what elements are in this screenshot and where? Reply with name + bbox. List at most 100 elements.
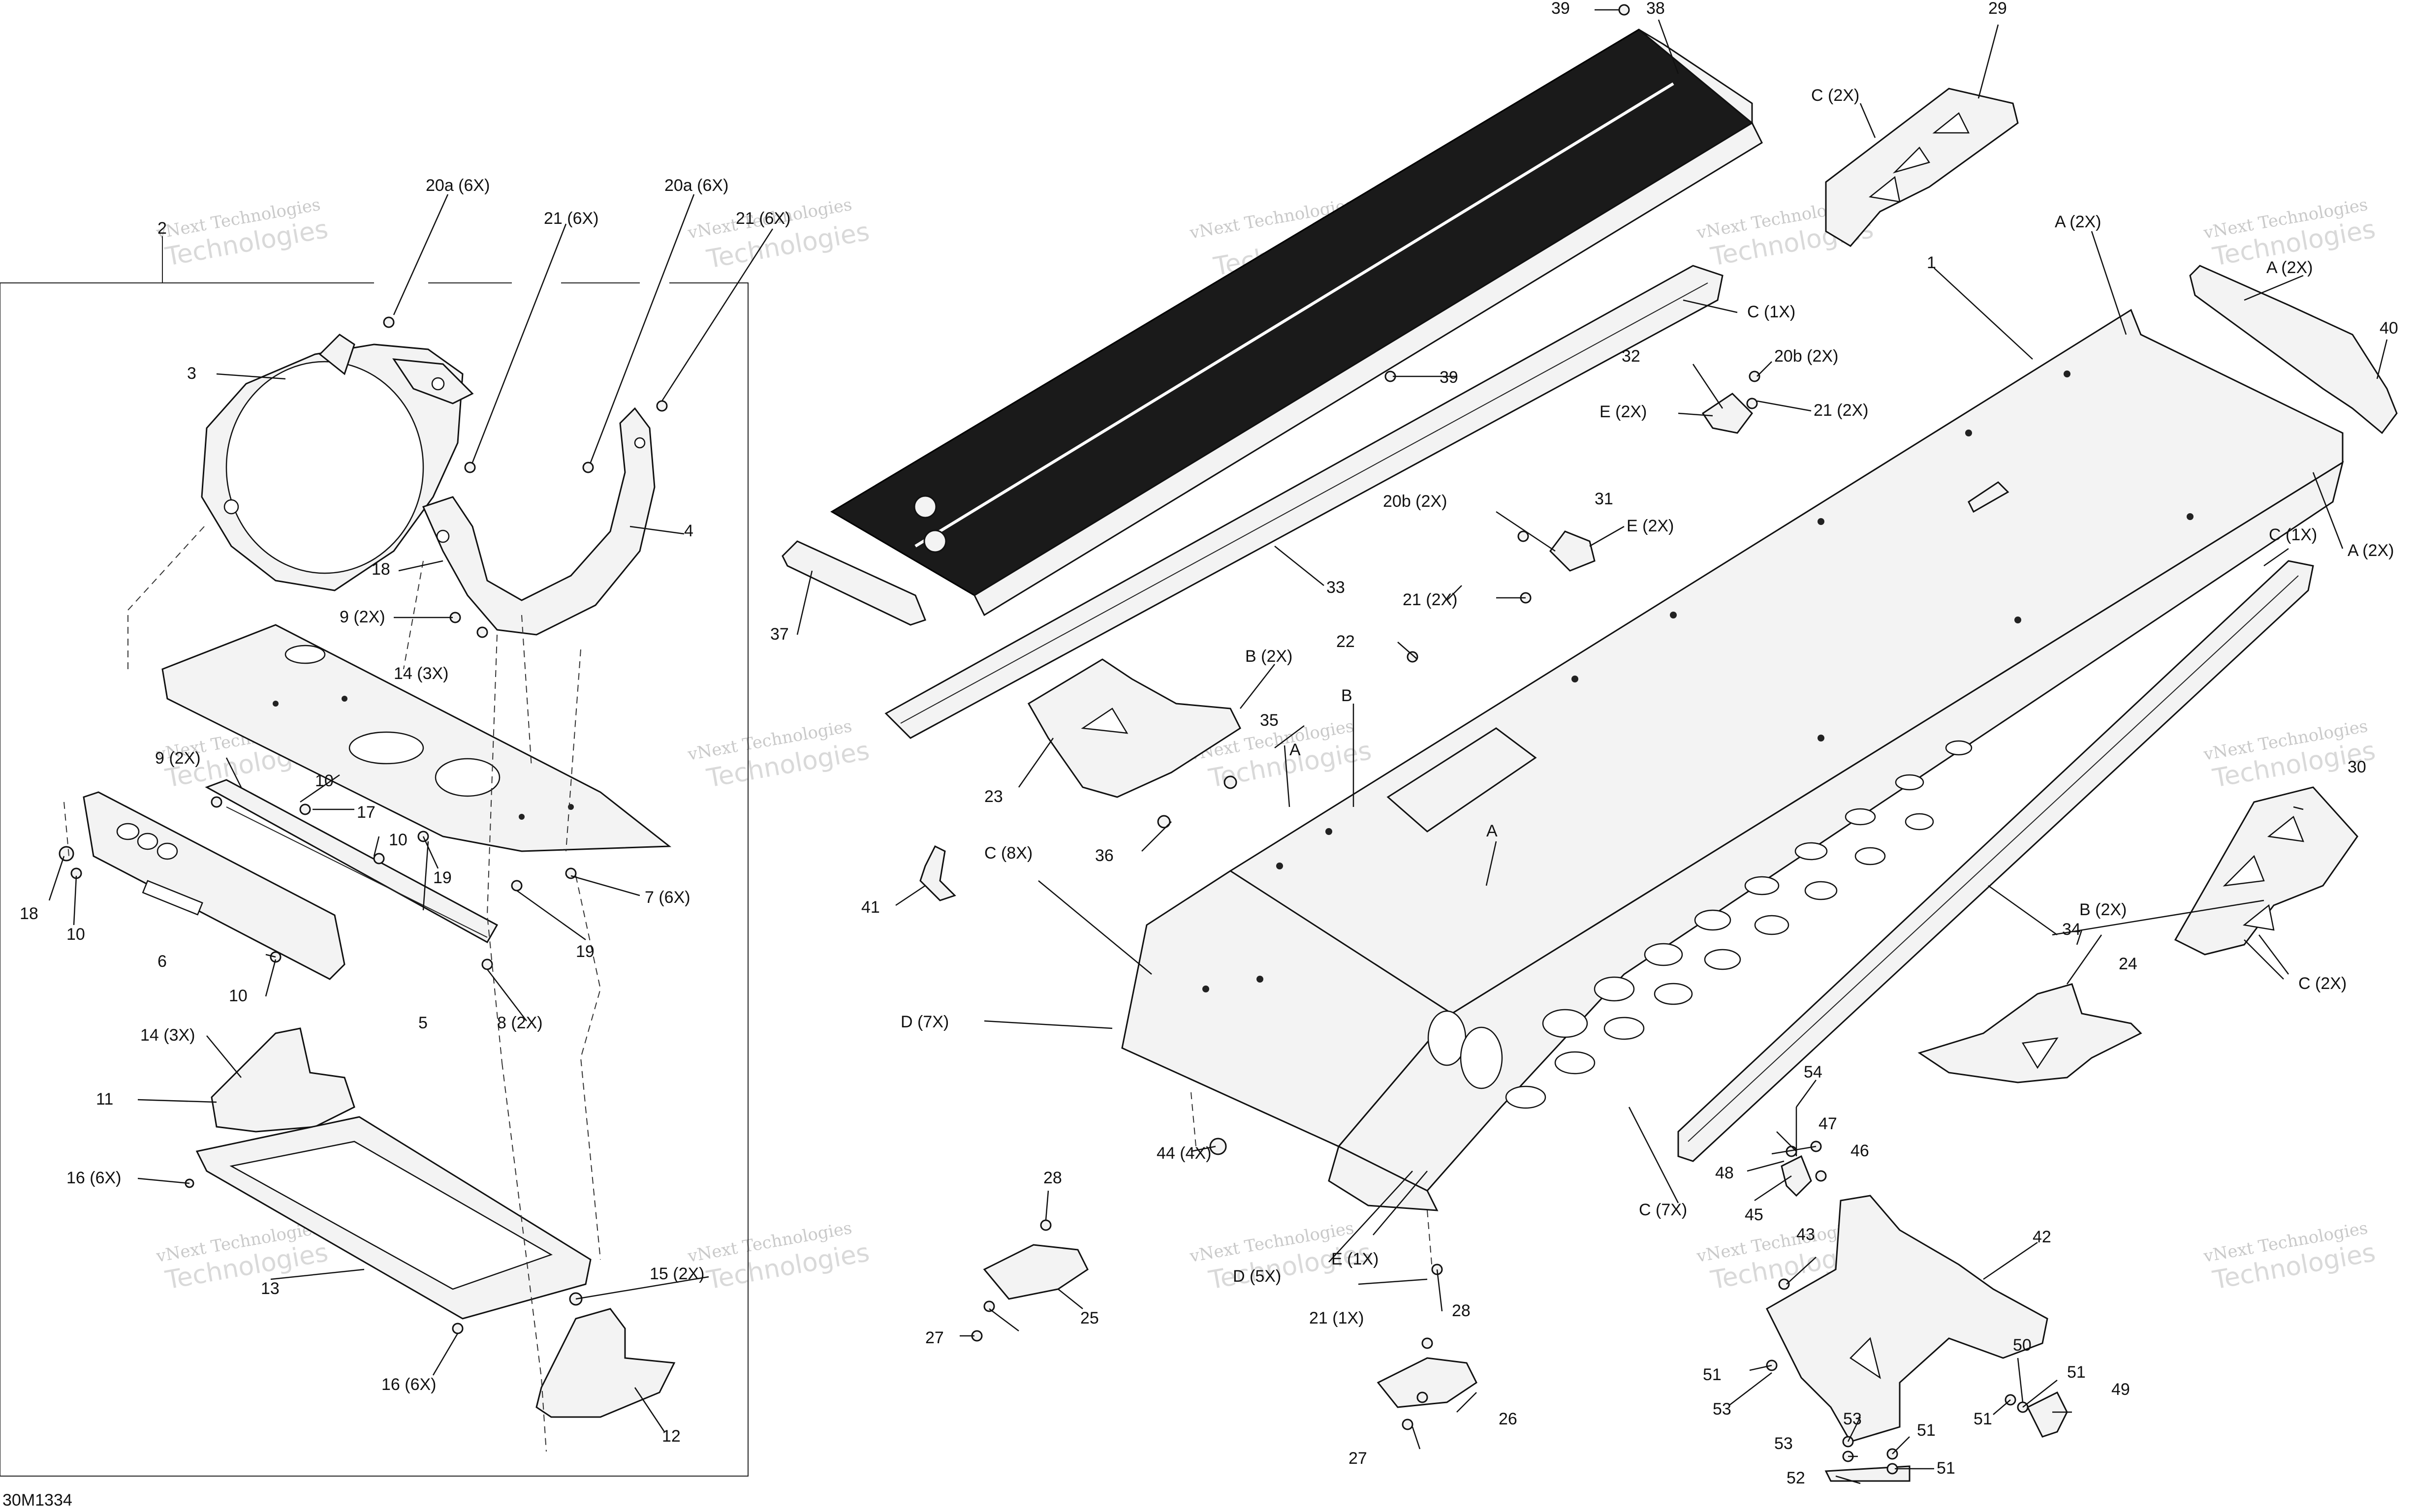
callout-label: 19 [576, 942, 595, 961]
callout-label: 53 [1713, 1400, 1731, 1419]
callout-label: 27 [925, 1328, 944, 1347]
callout-label: 39 [1551, 0, 1570, 18]
callout-label: 51 [1974, 1410, 1992, 1428]
part-slide-rail-33 [884, 265, 1724, 739]
callout-label: 1 [1927, 253, 1936, 272]
callout-label: 34 [2062, 920, 2081, 939]
part-mount-26 [1377, 1357, 1477, 1408]
callout-label: 45 [1745, 1205, 1763, 1224]
alignment-lines-left [63, 526, 601, 1452]
callout-label: 11 [96, 1090, 113, 1109]
callout-label: 38 [1646, 0, 1665, 18]
drawing-code: 30M1334 [2, 1491, 72, 1510]
callout-label: B (2X) [2079, 900, 2127, 919]
callout-label: 32 [1622, 347, 1640, 366]
part-small-brackets [919, 393, 2068, 1482]
part-front-bracket [422, 407, 656, 636]
callout-label: 14 (3X) [394, 664, 449, 683]
callout-label: 47 [1818, 1114, 1837, 1133]
part-bracket-42 [1766, 1195, 2048, 1443]
callout-label: B (2X) [1245, 647, 1292, 666]
callout-label: 14 (3X) [140, 1026, 195, 1045]
leader-lines [48, 9, 2388, 1484]
callout-label: 49 [2111, 1380, 2130, 1399]
callout-label: 46 [1850, 1142, 1869, 1160]
callout-label: 23 [984, 787, 1003, 806]
callout-label: 33 [1326, 578, 1345, 597]
part-bracket-23 [1027, 658, 1241, 798]
part-lower-frame [195, 1116, 592, 1320]
callout-label: 9 (2X) [340, 608, 385, 626]
part-running-board-30 [2174, 786, 2358, 956]
callout-label: A (2X) [2055, 213, 2101, 231]
callout-label: 20a (6X) [664, 176, 728, 195]
fastener-set-left [59, 316, 668, 1334]
callout-label: D (5X) [1233, 1267, 1281, 1286]
callout-label: 31 [1595, 490, 1613, 508]
callout-label: 21 (1X) [1309, 1309, 1364, 1327]
callout-label: A [1486, 822, 1498, 840]
callout-label: 36 [1095, 846, 1114, 865]
callout-label: 25 [1080, 1309, 1099, 1327]
callout-label: D (7X) [901, 1013, 949, 1031]
callout-label: A [1289, 741, 1301, 759]
part-upper-plate [161, 624, 672, 852]
callout-label: 28 [1043, 1169, 1062, 1187]
callout-label: 20a (6X) [426, 176, 490, 195]
alignment-lines-main [1191, 1092, 1433, 1270]
callout-label: 10 [389, 831, 408, 849]
callout-label: 16 (6X) [381, 1375, 437, 1394]
callout-label: 37 [770, 625, 789, 644]
callout-label: 24 [2119, 955, 2137, 973]
callout-label: 9 (2X) [155, 749, 201, 768]
part-mount-25 [983, 1244, 1089, 1300]
callout-label: 21 (6X) [544, 209, 599, 228]
callout-label: 21 (2X) [1403, 590, 1458, 609]
part-bracket-11 [211, 1027, 355, 1133]
callout-label: 7 (6X) [645, 888, 690, 907]
callout-label: C (2X) [1811, 86, 1859, 105]
callout-label: 3 [187, 364, 196, 383]
callout-label: 51 [2067, 1363, 2086, 1382]
callout-label: E (1X) [1331, 1250, 1379, 1268]
callout-label: 2 [157, 219, 167, 238]
callout-label: 12 [662, 1427, 681, 1446]
callout-label: 53 [1843, 1410, 1862, 1428]
callout-label: E (2X) [1627, 517, 1674, 535]
callout-label: 50 [2013, 1336, 2032, 1355]
callout-label: 10 [315, 771, 334, 790]
callout-label: 15 (2X) [650, 1265, 705, 1283]
callout-label: 22 [1336, 632, 1355, 651]
callout-label: 51 [1917, 1421, 1936, 1440]
callout-label: 28 [1452, 1301, 1471, 1320]
callout-label: 13 [261, 1279, 280, 1298]
part-top-rail [830, 29, 1763, 617]
part-running-board-29 [1825, 88, 2019, 247]
subassembly-frame [0, 236, 749, 1477]
callout-label: C (7X) [1639, 1201, 1687, 1219]
callout-label: 6 [157, 952, 167, 971]
callout-label: 42 [2033, 1228, 2051, 1246]
callout-label: 52 [1787, 1469, 1805, 1487]
callout-label: C (1X) [2269, 525, 2317, 544]
callout-label: 26 [1499, 1410, 1517, 1428]
callout-label: 51 [1703, 1365, 1722, 1384]
callout-label: 5 [418, 1014, 428, 1032]
part-bracket-12 [535, 1308, 676, 1418]
callout-label: 8 (2X) [497, 1014, 543, 1032]
callout-label: C (2X) [2298, 974, 2347, 993]
callout-label: B [1341, 686, 1352, 705]
callout-label: A (2X) [2348, 541, 2394, 560]
callout-label: 10 [229, 987, 248, 1005]
part-front-plate [83, 791, 345, 980]
callout-label: 21 (6X) [736, 209, 791, 228]
callout-label: 27 [1348, 1449, 1367, 1468]
part-engine-mount-ring [201, 334, 474, 591]
callout-label: E (2X) [1599, 402, 1647, 421]
callout-label: 39 [1440, 368, 1458, 387]
callout-label: 29 [1988, 0, 2007, 18]
part-footrest-24 [1917, 983, 2142, 1083]
callout-label: C (8X) [984, 844, 1033, 863]
callout-label: 40 [2380, 319, 2398, 338]
